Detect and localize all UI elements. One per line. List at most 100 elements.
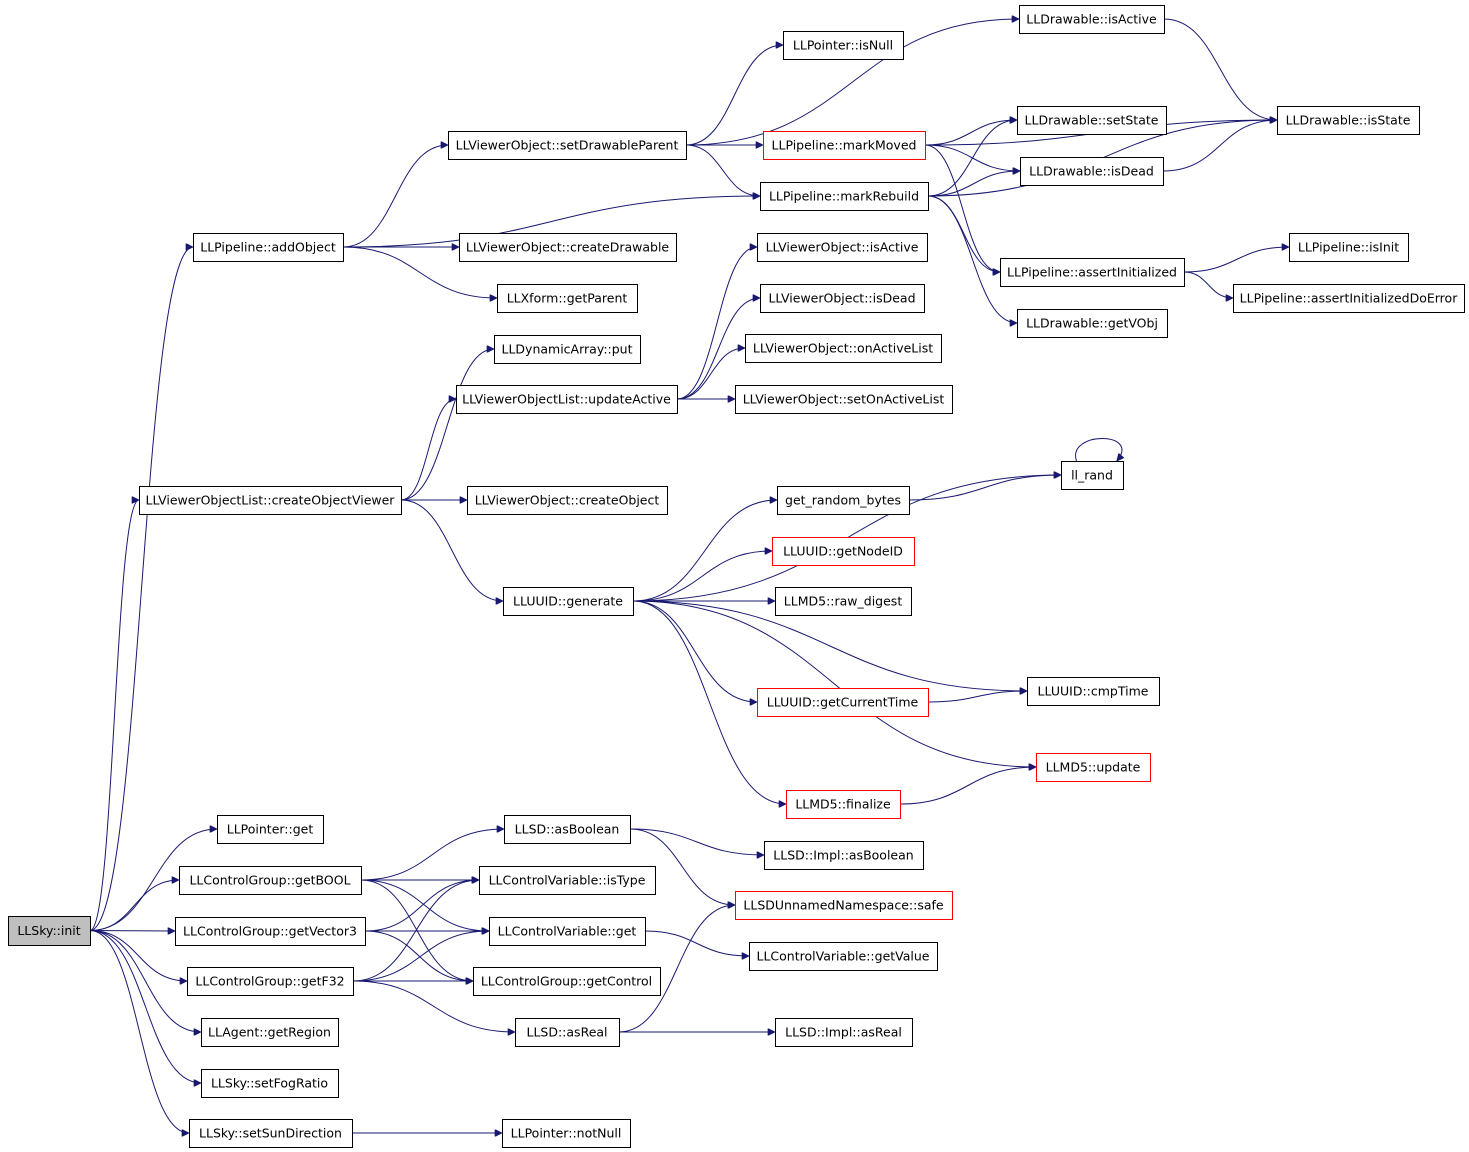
node-sdu-safe[interactable]: LLSDUnnamedNamespace::safe <box>735 891 953 920</box>
node-box[interactable] <box>502 1119 631 1148</box>
node-vo-isactive[interactable]: LLViewerObject::isActive <box>757 233 928 262</box>
node-cv-istype[interactable]: LLControlVariable::isType <box>479 866 656 895</box>
node-sd-asboolean[interactable]: LLSD::asBoolean <box>504 815 631 844</box>
node-box[interactable] <box>473 967 661 996</box>
node-da-put[interactable]: LLDynamicArray::put <box>494 335 641 364</box>
node-box[interactable] <box>760 182 929 211</box>
node-box[interactable] <box>1277 106 1420 135</box>
node-box[interactable] <box>189 1119 353 1148</box>
node-box[interactable] <box>777 486 910 515</box>
node-cg-getcontrol[interactable]: LLControlGroup::getControl <box>473 967 661 996</box>
node-box[interactable] <box>757 688 929 717</box>
node-box[interactable] <box>479 866 656 895</box>
node-ptr-notnull[interactable]: LLPointer::notNull <box>502 1119 631 1148</box>
node-box[interactable] <box>1061 461 1124 490</box>
node-pl-addobject[interactable]: LLPipeline::addObject <box>193 233 344 262</box>
node-vo-onactivelist[interactable]: LLViewerObject::onActiveList <box>745 334 942 363</box>
node-box[interactable] <box>497 284 638 313</box>
node-md5-update[interactable]: LLMD5::update <box>1036 753 1151 782</box>
node-box[interactable] <box>1017 309 1168 338</box>
node-box[interactable] <box>187 967 354 996</box>
node-box[interactable] <box>456 385 678 414</box>
node-box[interactable] <box>749 942 938 971</box>
node-cv-getvalue[interactable]: LLControlVariable::getValue <box>749 942 938 971</box>
node-md5-raw-digest[interactable]: LLMD5::raw_digest <box>775 587 912 616</box>
node-box[interactable] <box>1036 753 1151 782</box>
node-box[interactable] <box>201 1069 339 1098</box>
node-box[interactable] <box>783 31 904 60</box>
node-box[interactable] <box>139 486 402 515</box>
node-box[interactable] <box>763 131 926 160</box>
node-box[interactable] <box>504 815 631 844</box>
node-cg-getf32[interactable]: LLControlGroup::getF32 <box>187 967 354 996</box>
node-cv-get[interactable]: LLControlVariable::get <box>489 917 646 946</box>
node-ptr-isnull[interactable]: LLPointer::isNull <box>783 31 904 60</box>
node-pl-markmoved[interactable]: LLPipeline::markMoved <box>763 131 926 160</box>
node-box[interactable] <box>772 537 915 566</box>
node-box[interactable] <box>1017 106 1167 135</box>
node-vol-createobjectviewer[interactable]: LLViewerObjectList::createObjectViewer <box>139 486 402 515</box>
node-vo-createobject[interactable]: LLViewerObject::createObject <box>467 486 668 515</box>
node-box[interactable] <box>175 917 366 946</box>
node-box[interactable] <box>193 233 344 262</box>
node-agent-getregion[interactable]: LLAgent::getRegion <box>201 1018 339 1047</box>
node-sd-asreal[interactable]: LLSD::asReal <box>515 1018 620 1047</box>
node-box[interactable] <box>1020 157 1164 186</box>
node-box[interactable] <box>201 1018 339 1047</box>
node-uuid-generate[interactable]: LLUUID::generate <box>503 587 634 616</box>
node-box[interactable] <box>1000 258 1185 287</box>
node-box[interactable] <box>515 1018 620 1047</box>
node-box[interactable] <box>503 587 634 616</box>
node-vo-setdrawableparent[interactable]: LLViewerObject::setDrawableParent <box>448 131 687 160</box>
node-get-random-bytes[interactable]: get_random_bytes <box>777 486 910 515</box>
node-box[interactable] <box>459 233 677 262</box>
node-ll-rand[interactable]: ll_rand <box>1061 461 1124 490</box>
node-box[interactable] <box>489 917 646 946</box>
node-box[interactable] <box>786 790 901 819</box>
node-vo-setonactivelist[interactable]: LLViewerObject::setOnActiveList <box>735 385 953 414</box>
node-vol-updateactive[interactable]: LLViewerObjectList::updateActive <box>456 385 678 414</box>
node-box[interactable] <box>8 916 91 946</box>
node-box[interactable] <box>760 284 925 313</box>
node-sdi-asreal[interactable]: LLSD::Impl::asReal <box>775 1018 913 1047</box>
node-box[interactable] <box>179 866 362 895</box>
node-dr-getvobj[interactable]: LLDrawable::getVObj <box>1017 309 1168 338</box>
node-sky-setfogratio[interactable]: LLSky::setFogRatio <box>201 1069 339 1098</box>
node-pl-markrebuild[interactable]: LLPipeline::markRebuild <box>760 182 929 211</box>
node-ptr-get[interactable]: LLPointer::get <box>217 815 324 844</box>
node-cg-getvector3[interactable]: LLControlGroup::getVector3 <box>175 917 366 946</box>
node-uuid-cmptime[interactable]: LLUUID::cmpTime <box>1027 677 1160 706</box>
node-box[interactable] <box>775 1018 913 1047</box>
node-pl-isinit[interactable]: LLPipeline::isInit <box>1289 233 1409 262</box>
node-box[interactable] <box>1019 5 1165 34</box>
node-sky-init[interactable]: LLSky::init <box>8 916 91 946</box>
node-box[interactable] <box>467 486 668 515</box>
node-box[interactable] <box>1233 284 1465 313</box>
node-uuid-getcurrenttime[interactable]: LLUUID::getCurrentTime <box>757 688 929 717</box>
node-box[interactable] <box>1289 233 1409 262</box>
node-box[interactable] <box>775 587 912 616</box>
node-dr-setstate[interactable]: LLDrawable::setState <box>1017 106 1167 135</box>
node-box[interactable] <box>735 891 953 920</box>
node-box[interactable] <box>494 335 641 364</box>
node-dr-isactive[interactable]: LLDrawable::isActive <box>1019 5 1165 34</box>
node-vo-createdrawable[interactable]: LLViewerObject::createDrawable <box>459 233 677 262</box>
node-sdi-asboolean[interactable]: LLSD::Impl::asBoolean <box>764 841 924 870</box>
node-box[interactable] <box>745 334 942 363</box>
node-box[interactable] <box>764 841 924 870</box>
node-box[interactable] <box>448 131 687 160</box>
node-box[interactable] <box>1027 677 1160 706</box>
node-sky-setsundirection[interactable]: LLSky::setSunDirection <box>189 1119 353 1148</box>
node-pl-assertinitializeddoerror[interactable]: LLPipeline::assertInitializedDoError <box>1233 284 1465 313</box>
node-dr-isstate[interactable]: LLDrawable::isState <box>1277 106 1420 135</box>
node-pl-assertinitialized[interactable]: LLPipeline::assertInitialized <box>1000 258 1185 287</box>
node-md5-finalize[interactable]: LLMD5::finalize <box>786 790 901 819</box>
node-uuid-getnodeid[interactable]: LLUUID::getNodeID <box>772 537 915 566</box>
node-vo-isdead[interactable]: LLViewerObject::isDead <box>760 284 925 313</box>
node-box[interactable] <box>757 233 928 262</box>
node-cg-getbool[interactable]: LLControlGroup::getBOOL <box>179 866 362 895</box>
node-dr-isdead[interactable]: LLDrawable::isDead <box>1020 157 1164 186</box>
node-box[interactable] <box>217 815 324 844</box>
node-box[interactable] <box>735 385 953 414</box>
node-xf-getparent[interactable]: LLXform::getParent <box>497 284 638 313</box>
